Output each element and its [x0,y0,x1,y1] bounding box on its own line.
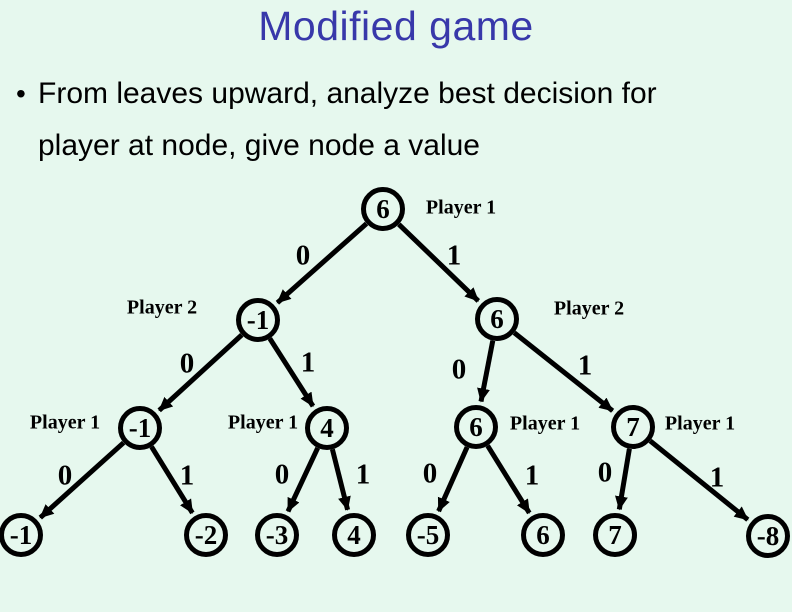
edge-label: 0 [422,457,438,490]
bullet-text: From leaves upward, analyze best decisio… [38,68,657,172]
bullet-icon: • [16,78,26,109]
tree-node-value: 7 [608,519,622,550]
edge-label: 1 [709,461,725,494]
tree-edge [397,222,481,303]
tree-node: 6 [361,187,405,231]
tree-edge [477,340,496,403]
tree-node-value: 6 [376,193,390,224]
edge-label: 0 [274,458,290,491]
tree-node-value: 4 [320,412,334,443]
tree-node: 6 [521,513,565,557]
tree-node: 7 [593,513,637,557]
tree-node-value: -1 [246,304,270,335]
tree-edge [267,337,316,408]
tree-node-value: -1 [128,412,152,443]
tree-node-value: 6 [469,411,483,442]
tree-edge [512,330,615,413]
tree-edge [38,440,126,520]
tree-edge [149,445,195,515]
bullet-item: • From leaves upward, analyze best decis… [16,68,784,172]
tree-node: 6 [475,297,519,341]
tree-node: 7 [611,405,655,449]
edge-label: 1 [179,459,195,492]
edge-label: 0 [597,456,613,489]
player-label: Player 2 [126,296,198,319]
tree-node: -2 [184,513,228,557]
tree-node: 6 [454,405,498,449]
player-label: Player 1 [425,196,497,219]
tree-node: -5 [406,513,450,557]
tree-node-value: -5 [416,519,440,550]
edge-label: 0 [179,347,195,380]
tree-node: -1 [0,513,43,557]
tree-edge [485,444,532,515]
edge-label: 1 [355,458,371,491]
tree-node-value: -3 [265,519,289,550]
tree-node: 4 [332,513,376,557]
tree-edge [615,448,632,511]
tree-node-value: 7 [626,411,640,442]
player-label: Player 1 [227,411,299,434]
tree-node-value: 6 [490,303,504,334]
player-label: Player 2 [553,297,625,320]
edge-label: 1 [446,239,462,272]
tree-node: -1 [236,298,280,342]
player-label: Player 1 [664,412,736,435]
tree-edge [329,448,351,511]
tree-edge [285,446,320,513]
player-label: Player 1 [509,412,581,435]
page-title: Modified game [258,3,534,49]
edge-label: 0 [295,239,311,272]
tree-node: -3 [255,513,299,557]
tree-node-value: -1 [9,519,33,550]
bullet-line-1: From leaves upward, analyze best decisio… [38,77,657,110]
edge-label: 0 [451,353,467,386]
tree-node-value: -2 [194,519,218,550]
tree-node-value: 4 [347,519,361,550]
edge-label: 1 [300,346,316,379]
tree-node-value: 6 [536,519,550,550]
bullet-line-2: player at node, give node a value [38,129,480,162]
tree-edge [275,221,369,305]
tree-edge [648,438,750,522]
tree-node-value: -8 [756,520,780,551]
tree-edge [157,333,244,413]
player-label: Player 1 [29,411,101,434]
tree-node: -1 [118,406,162,450]
tree-edge [436,446,470,513]
tree-node: -8 [746,514,790,558]
edge-label: 1 [577,349,593,382]
tree-node: 4 [305,406,349,450]
edge-label: 1 [524,459,540,492]
edge-label: 0 [57,459,73,492]
